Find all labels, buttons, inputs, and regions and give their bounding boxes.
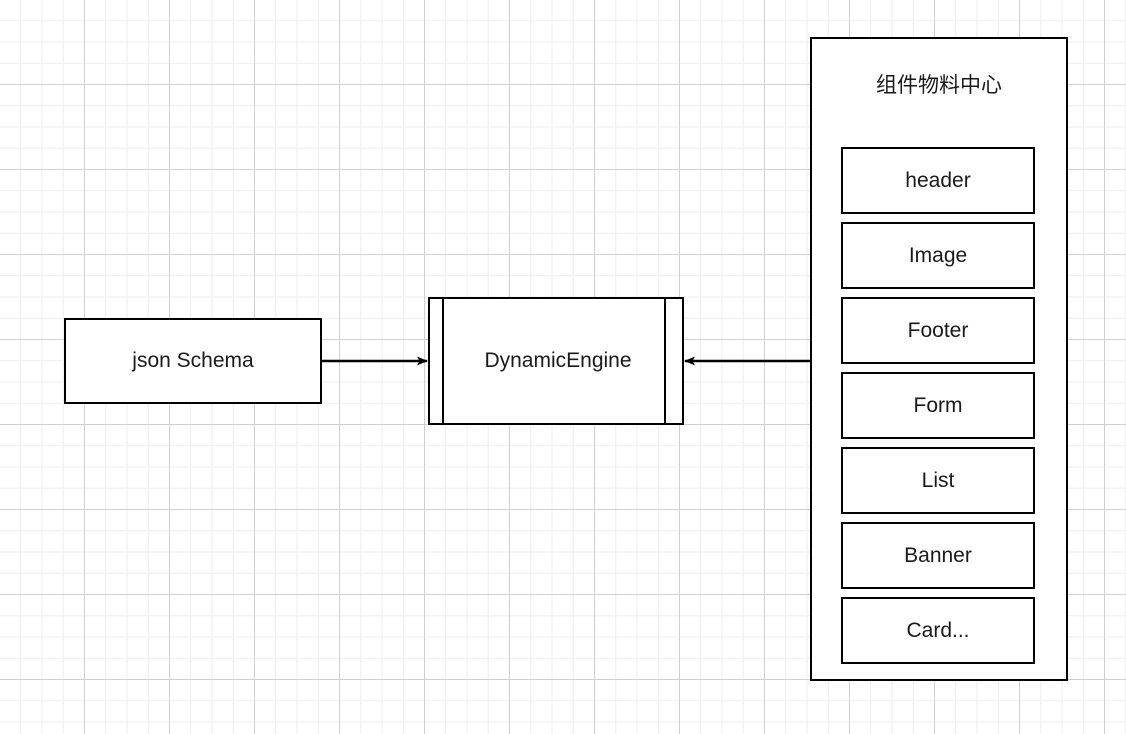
material-item-list: header Image Footer Form List Banner Car… <box>841 147 1035 664</box>
material-item[interactable]: Banner <box>841 522 1035 589</box>
material-item-label: Footer <box>907 318 969 342</box>
material-center-title: 组件物料中心 <box>876 73 1002 97</box>
material-item[interactable]: Form <box>841 372 1035 439</box>
node-material-center-panel[interactable]: 组件物料中心 header Image Footer Form List Ban… <box>810 37 1068 681</box>
node-json-schema[interactable]: json Schema <box>64 318 322 404</box>
material-item[interactable]: Footer <box>841 297 1035 364</box>
subprocess-right-rail <box>664 297 666 425</box>
material-item-label: Form <box>913 393 963 417</box>
subprocess-left-rail <box>442 297 444 425</box>
material-item-label: Banner <box>904 543 972 567</box>
material-item[interactable]: Card... <box>841 597 1035 664</box>
node-json-schema-label: json Schema <box>132 349 254 372</box>
material-item-label: header <box>905 168 971 192</box>
material-item-label: Card... <box>906 618 970 642</box>
material-item-label: List <box>921 468 955 492</box>
material-item-label: Image <box>908 243 968 267</box>
node-dynamic-engine[interactable]: DynamicEngine <box>428 297 684 425</box>
material-item[interactable]: header <box>841 147 1035 214</box>
material-item[interactable]: Image <box>841 222 1035 289</box>
node-dynamic-engine-label: DynamicEngine <box>484 349 632 372</box>
material-item[interactable]: List <box>841 447 1035 514</box>
